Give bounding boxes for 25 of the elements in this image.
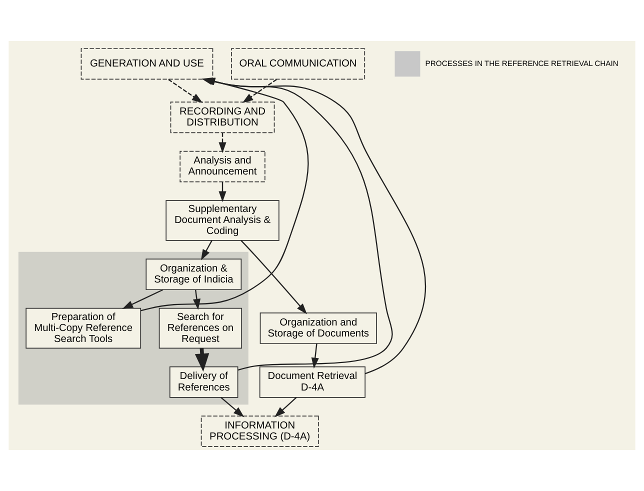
node-box: Organization and Storage of Documents [260, 312, 377, 344]
arrow [218, 132, 226, 154]
node-box: GENERATION AND USE [80, 48, 214, 80]
node-box: Analysis and Announcement [180, 150, 266, 182]
arrow [122, 289, 164, 309]
arrow [200, 240, 212, 260]
node-box: Delivery of References [169, 366, 238, 398]
arrow [311, 344, 319, 369]
node-box: Supplementary Document Analysis & Coding [166, 200, 280, 241]
node-box: RECORDING AND DISTRIBUTION [170, 102, 275, 134]
arrow [192, 290, 201, 310]
node-box: INFORMATION PROCESSING (D-4A) [200, 416, 319, 448]
arrow [218, 182, 226, 202]
cluster [18, 252, 248, 405]
node-box: ORAL COMMUNICATION [231, 48, 366, 80]
node-box: Organization & Storage of Indicia [146, 258, 242, 290]
legend-label: PROCESSES IN THE REFERENCE RETRIEVAL CHAIN [425, 58, 618, 68]
arrow [168, 78, 203, 103]
node-box: Preparation of Multi-Copy Reference Search Tools [26, 308, 142, 349]
node-box: Search for References on Request [158, 308, 242, 349]
arrow [240, 240, 308, 314]
arrow [274, 397, 297, 418]
node-box: Document Retrieval D-4A [259, 366, 366, 398]
arrow [242, 78, 277, 103]
arrow [220, 397, 244, 418]
